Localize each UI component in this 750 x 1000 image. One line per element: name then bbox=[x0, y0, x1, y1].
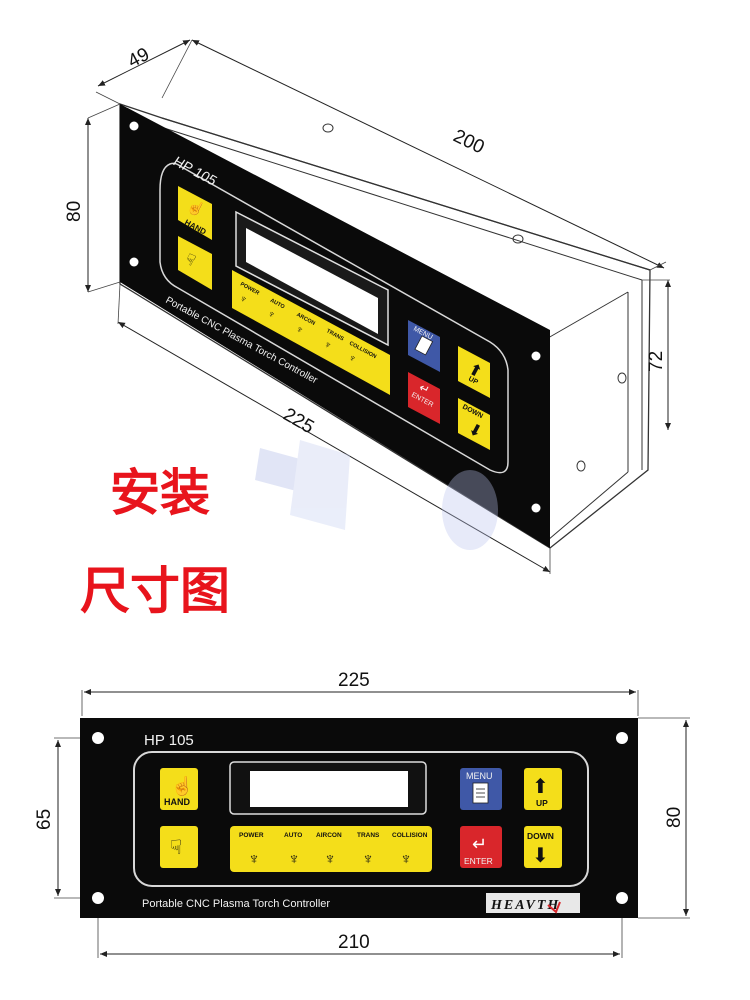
dim-width-3d: 225 bbox=[280, 404, 318, 438]
svg-text:HAND: HAND bbox=[164, 797, 190, 807]
status-label-auto: AUTO bbox=[284, 832, 302, 839]
enter-button[interactable]: ↵ ENTER bbox=[460, 826, 502, 868]
svg-text:HEAVTH: HEAVTH bbox=[490, 898, 560, 913]
dim-height-front: 80 bbox=[664, 807, 685, 828]
svg-text:DOWN: DOWN bbox=[527, 831, 554, 841]
subtitle: Portable CNC Plasma Torch Controller bbox=[142, 898, 330, 910]
arrow-down-icon: ⬇ bbox=[532, 845, 549, 867]
lcd-screen bbox=[250, 771, 408, 807]
torch-collision-icon: ♆ bbox=[400, 851, 412, 868]
arrow-up-icon: ⬆ bbox=[532, 776, 549, 798]
title-dimension-drawing: 尺寸图 bbox=[80, 562, 230, 620]
status-label-collision: COLLISION bbox=[392, 832, 428, 839]
dim-length-3d: 200 bbox=[450, 126, 488, 159]
watermark-graphic bbox=[255, 440, 498, 550]
torch-aircon-icon: ♆ bbox=[324, 851, 336, 868]
svg-text:MENU: MENU bbox=[466, 771, 493, 781]
svg-text:ENTER: ENTER bbox=[464, 856, 493, 866]
torch-auto-icon: ♆ bbox=[288, 851, 300, 868]
down-button[interactable]: DOWN ⬇ bbox=[524, 826, 562, 868]
status-label-trans: TRANS bbox=[357, 832, 380, 839]
hand-down-icon: ☟ bbox=[170, 837, 182, 859]
dim-hole-height-front: 65 bbox=[34, 809, 55, 830]
hand-icon: ☝ bbox=[171, 775, 193, 797]
status-strip: POWER AUTO AIRCON TRANS COLLISION ♆ ♆ ♆ … bbox=[230, 826, 432, 872]
svg-text:UP: UP bbox=[536, 798, 548, 808]
dim-height-3d: 80 bbox=[64, 201, 85, 222]
dim-depth-3d: 49 bbox=[124, 44, 153, 72]
dim-hole-spacing-front: 210 bbox=[338, 932, 370, 953]
svg-text:♆: ♆ bbox=[237, 293, 249, 306]
status-label-aircon: AIRCON bbox=[316, 832, 342, 839]
menu-button[interactable]: MENU bbox=[460, 768, 502, 810]
status-label-power: POWER bbox=[239, 832, 264, 839]
isometric-view: HP 105 HAND ☝ ☟ POWER AUTO ARCON TRANS C… bbox=[64, 39, 671, 574]
brand-logo: HEAVTH bbox=[486, 893, 580, 914]
up-button[interactable]: ⬆ UP bbox=[524, 768, 562, 810]
front-view: 225 65 80 210 HP 105 ☝ HAND bbox=[34, 670, 690, 958]
dim-width-front: 225 bbox=[338, 670, 370, 691]
inner-frame bbox=[133, 751, 589, 887]
torch-down-button[interactable]: ☟ bbox=[160, 826, 198, 868]
title-install: 安装 bbox=[110, 464, 210, 522]
torch-trans-icon: ♆ bbox=[362, 851, 374, 868]
hand-button[interactable]: ☝ HAND bbox=[160, 768, 198, 810]
dim-box-height-3d: 72 bbox=[646, 351, 667, 372]
svg-text:♆: ♆ bbox=[265, 308, 277, 321]
model-label: HP 105 bbox=[144, 732, 194, 749]
enter-arrow-icon: ↵ bbox=[472, 834, 487, 854]
torch-power-icon: ♆ bbox=[248, 851, 260, 868]
